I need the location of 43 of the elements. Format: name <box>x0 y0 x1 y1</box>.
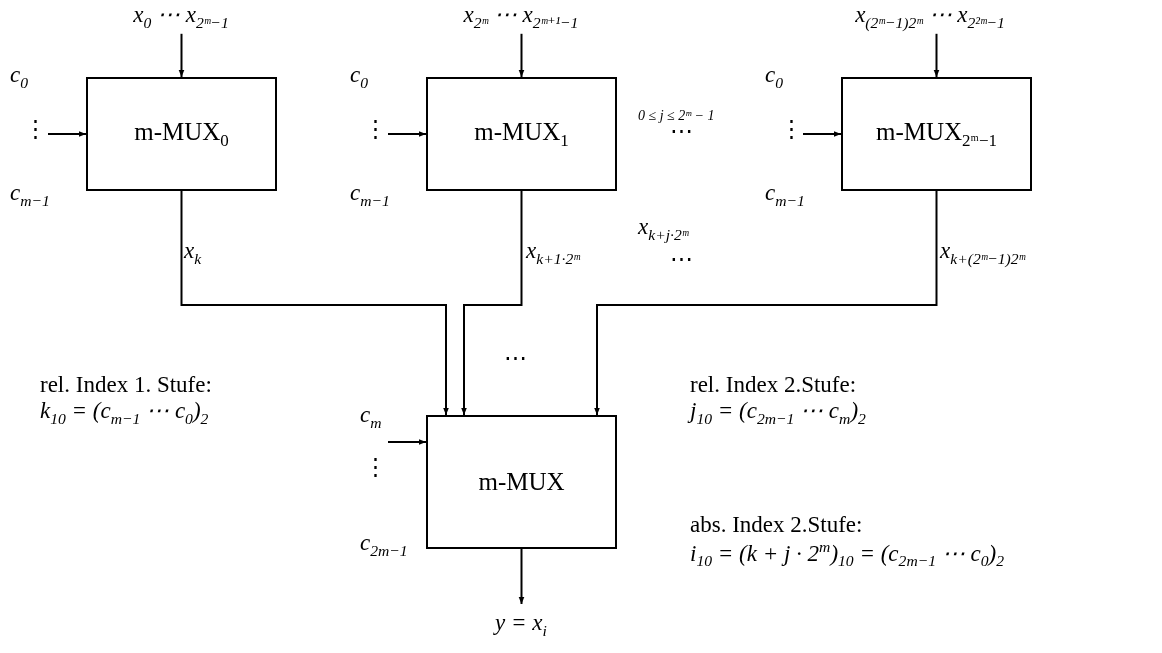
signal-label: c$_{0}$ <box>765 62 784 91</box>
multiplexer-box: m-MUX$_{0}$ <box>86 77 277 191</box>
edge-label: x$_{k}$ <box>184 238 202 267</box>
signal-arrow <box>518 548 525 605</box>
edge-label: x$_{k+(2ᵐ−1)2ᵐ}$ <box>940 238 1026 267</box>
input-arrow <box>802 131 842 137</box>
edge-label: x$_{k+1·2ᵐ}$ <box>526 238 580 267</box>
signal-label: c$_{m−1}$ <box>765 180 805 209</box>
signal-arrow <box>594 190 938 416</box>
vertical-ellipsis: ⋮ <box>364 454 387 480</box>
ellipsis: ⋯ <box>670 246 693 272</box>
signal-arrow <box>933 32 940 78</box>
formula: k$_{10}$ = (c$_{m−1}$ ⋯ c$_{0}$)$_{2}$ <box>40 398 209 427</box>
signal-label: x$_{0}$ ⋯ x$_{2ᵐ−1}$ <box>133 2 229 31</box>
signal-label: y = x$_{i}$ <box>495 610 547 639</box>
signal-arrow <box>518 32 525 78</box>
signal-label: x$_{(2ᵐ−1)2ᵐ}$ ⋯ x$_{2²ᵐ−1}$ <box>855 2 1005 31</box>
ellipsis: ⋯ <box>504 345 527 371</box>
range-note: 0 ≤ j ≤ 2ᵐ − 1 <box>638 108 715 124</box>
multiplexer-box: m-MUX$_{2ᵐ−1}$ <box>841 77 1032 191</box>
input-arrow <box>387 131 427 137</box>
vertical-ellipsis: ⋮ <box>24 116 47 142</box>
signal-label: x$_{2ᵐ}$ ⋯ x$_{2ᵐ⁺¹−1}$ <box>463 2 579 31</box>
input-arrow <box>47 131 87 137</box>
formula: i$_{10}$ = (k + j · 2$^{m}$)$_{10}$ = (c$_{2m−1}$ ⋯ c$_{0}$)$_{2}$ <box>690 538 1005 570</box>
input-arrow <box>387 439 427 445</box>
note-text: abs. Index 2.Stufe: <box>690 512 863 538</box>
note-text: rel. Index 2.Stufe: <box>690 372 857 398</box>
signal-arrow <box>178 32 185 78</box>
signal-label: x$_{k+j·2ᵐ}$ <box>638 214 689 243</box>
signal-label: c$_{m−1}$ <box>350 180 390 209</box>
signal-label: c$_{m−1}$ <box>10 180 50 209</box>
note-text: rel. Index 1. Stufe: <box>40 372 212 398</box>
vertical-ellipsis: ⋮ <box>780 116 803 142</box>
signal-label: c$_{0}$ <box>350 62 369 91</box>
signal-arrow <box>180 190 449 416</box>
signal-label: c$_{0}$ <box>10 62 29 91</box>
vertical-ellipsis: ⋮ <box>364 116 387 142</box>
signal-label: c$_{m}$ <box>360 402 382 431</box>
signal-arrow <box>461 190 523 416</box>
signal-label: c$_{2m−1}$ <box>360 530 408 559</box>
multiplexer-box: m-MUX <box>426 415 617 549</box>
multiplexer-box: m-MUX$_{1}$ <box>426 77 617 191</box>
